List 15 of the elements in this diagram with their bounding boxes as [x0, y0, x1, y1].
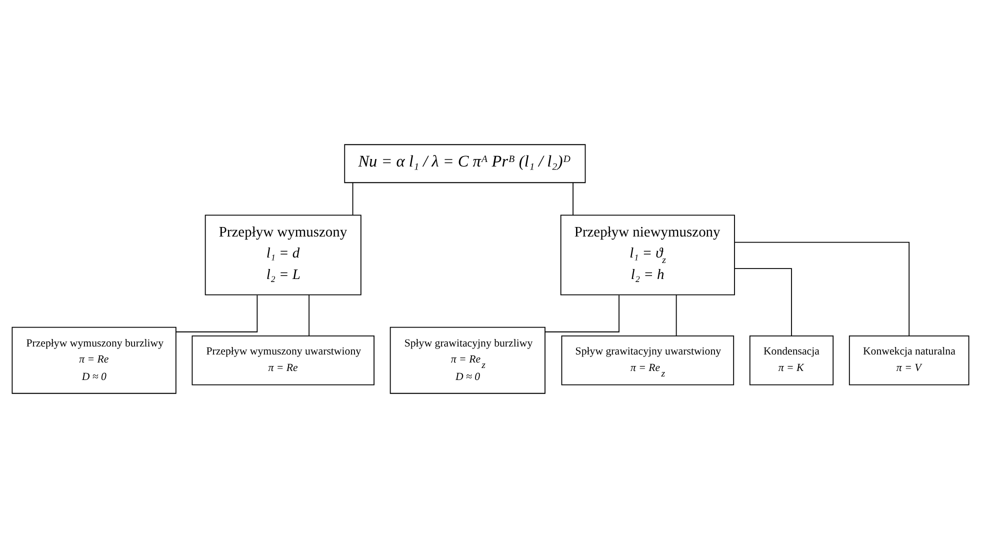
node-box: Kondensacja π = K: [749, 334, 834, 385]
connector: [676, 294, 677, 336]
node-box: Przepływ wymuszony uwarstwiony π = Re: [192, 334, 374, 385]
node-box: Przepływ niewymuszony l₁ = ϑ$_{z}$ l₂ = h: [560, 214, 735, 295]
node-box: Nu = α l₁ / λ = C πᴬ Prᴮ (l₁ / l₂)ᴰ: [344, 144, 586, 183]
connector: [352, 182, 354, 215]
connector: [544, 294, 620, 332]
node-box: Konwekcja naturalna π = V: [848, 334, 970, 385]
node-box: Przepływ wymuszony burzliwy π = Re D ≈ 0: [12, 326, 176, 394]
node-box: Przepływ wymuszony l₁ = d l₂ = L: [204, 214, 362, 295]
connector: [734, 268, 792, 336]
connector: [734, 241, 910, 336]
connector: [308, 294, 310, 336]
connector: [572, 182, 574, 215]
connector: [176, 294, 258, 332]
